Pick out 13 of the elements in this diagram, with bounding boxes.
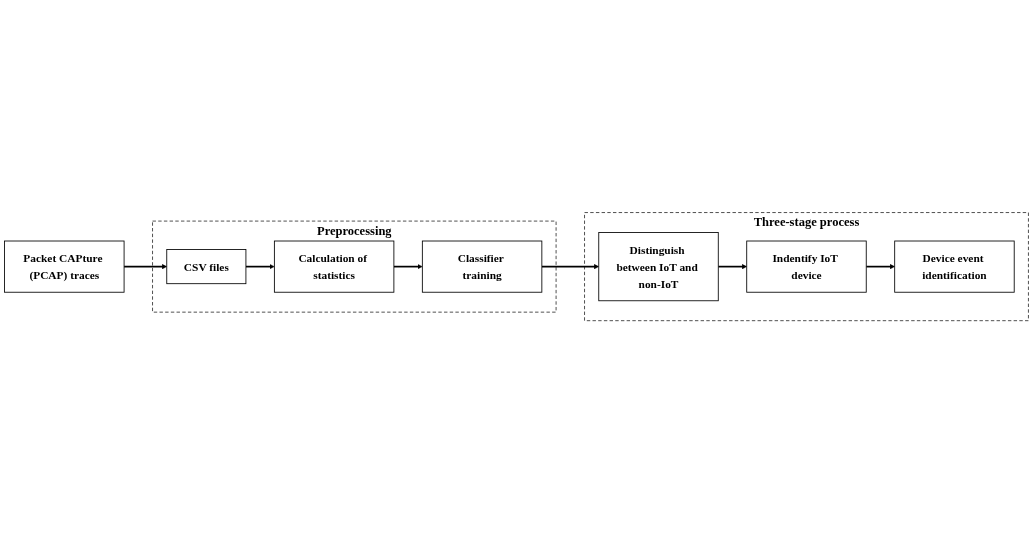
arrow [123, 264, 167, 269]
node-box: Indentify IoT device [746, 240, 867, 293]
arrow [865, 264, 895, 269]
arrow [717, 264, 747, 269]
arrow [393, 264, 423, 269]
node-box: Calculation of statistics [273, 240, 395, 293]
node-box: Device event identification [894, 240, 1015, 293]
node-box: CSV files [166, 249, 247, 284]
node-box: Classifier training [421, 240, 543, 293]
node-box: Distinguish between IoT and non-IoT [598, 231, 719, 302]
node-box: Packet CAPture (PCAP) traces [4, 240, 125, 293]
arrow [245, 264, 275, 269]
arrow [541, 264, 599, 269]
